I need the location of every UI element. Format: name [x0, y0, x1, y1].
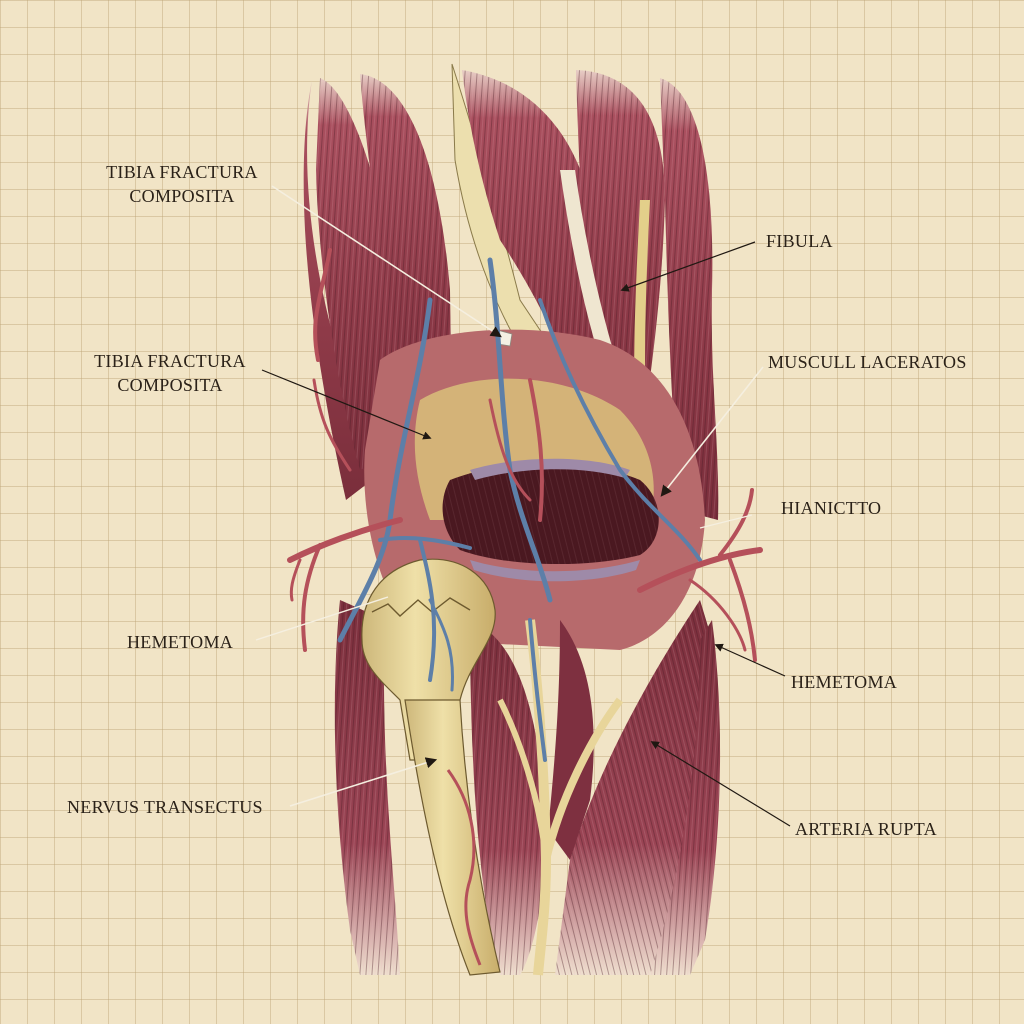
leader-hemetoma-left — [255, 596, 389, 641]
artery-left-upper — [313, 248, 332, 362]
lower-muscles — [334, 600, 721, 975]
label-nervus-transectus: NERVUS TRANSECTUS — [67, 795, 263, 819]
leader-tibia-fractura-1 — [271, 185, 502, 338]
label-hemetoma-right: HEMETOMA — [791, 670, 897, 694]
label-hianictto: HIANICTTO — [781, 496, 881, 520]
label-line: MUSCULL LACERATOS — [768, 352, 967, 372]
artery-center — [528, 378, 544, 522]
nerve-transected — [446, 769, 482, 966]
vein-center-right — [538, 298, 702, 562]
leader-arteria-rupta — [650, 741, 791, 827]
label-line: FIBULA — [766, 231, 833, 251]
label-line: TIBIA FRACTURA — [106, 162, 258, 182]
tibia-bone — [361, 558, 501, 976]
tibia-shaft — [404, 699, 501, 976]
leader-musculi-lacerati — [660, 366, 764, 497]
tibia-head — [361, 558, 496, 761]
vein-lower — [528, 618, 547, 762]
veins — [337, 257, 702, 762]
label-tibia-fractura-2: TIBIA FRACTURA COMPOSITA — [82, 349, 258, 397]
artery-right-branch — [637, 547, 763, 593]
artery-left-branch — [287, 517, 403, 563]
label-fibula: FIBULA — [766, 229, 833, 253]
label-line: COMPOSITA — [117, 375, 223, 395]
tendon-upper-right — [560, 170, 622, 390]
label-musculi-lacerati: MUSCULL LACERATOS — [768, 350, 967, 374]
arteries — [287, 248, 763, 662]
leader-hemetoma-right — [714, 643, 786, 677]
vein-center — [487, 257, 553, 603]
leader-nervus-transectus — [289, 757, 438, 807]
wound-region — [364, 329, 705, 650]
label-line: ARTERIA RUPTA — [795, 819, 937, 839]
label-line: HEMETOMA — [127, 632, 234, 652]
leader-fibula — [620, 241, 756, 292]
fracture-edge — [371, 597, 471, 617]
label-line: HEMETOMA — [791, 672, 898, 692]
label-arteria-rupta: ARTERIA RUPTA — [795, 817, 937, 841]
leader-lines — [255, 185, 791, 827]
muscle-lower-mid-right — [548, 620, 594, 860]
label-line: TIBIA FRACTURA — [94, 351, 246, 371]
purple-fascia-bottom — [470, 560, 640, 582]
leader-tibia-fractura-2 — [261, 369, 432, 440]
vein-left — [337, 297, 433, 643]
label-tibia-fractura-1: TIBIA FRACTURA COMPOSITA — [96, 160, 268, 208]
leader-hianictto — [699, 514, 753, 529]
label-hemetoma-left: HEMETOMA — [127, 630, 233, 654]
label-line: NERVUS TRANSECTUS — [67, 797, 263, 817]
label-line: HIANICTTO — [781, 498, 882, 518]
label-line: COMPOSITA — [129, 186, 235, 206]
